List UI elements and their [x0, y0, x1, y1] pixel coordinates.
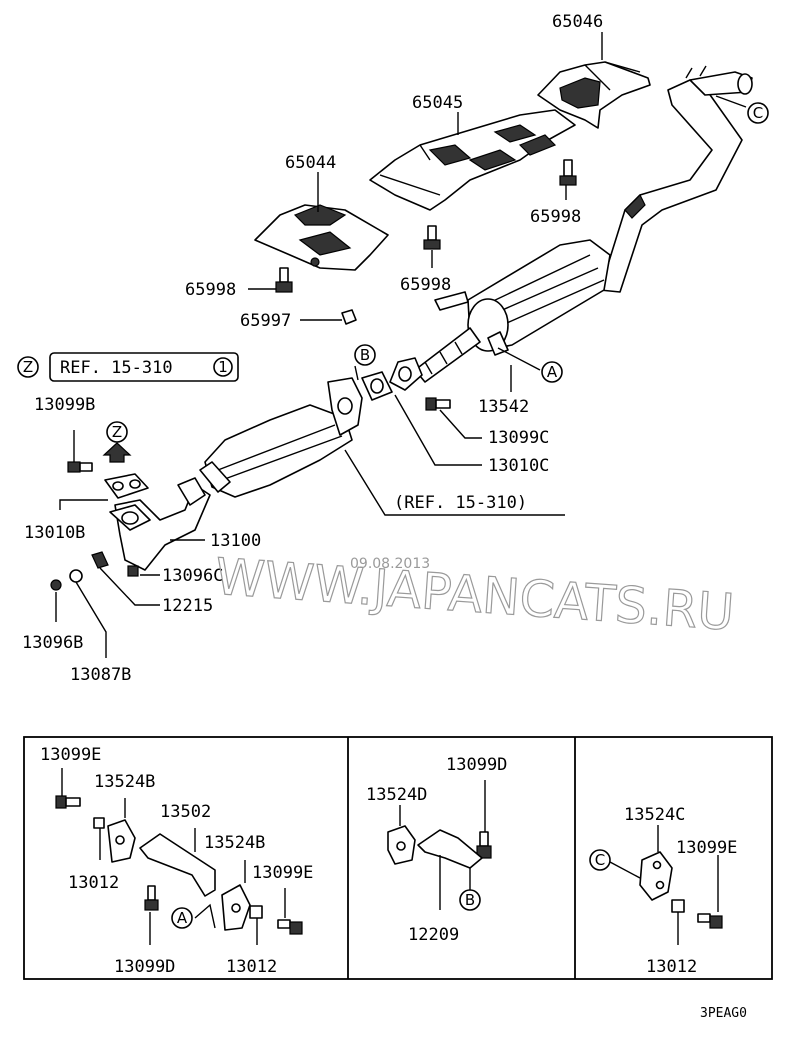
label-13099E-left: 13099E	[40, 745, 101, 765]
ref-circle-1-text: 1	[218, 358, 228, 376]
label-13096B: 13096B	[22, 633, 83, 653]
ref-15-310-catalyst: (REF. 15-310)	[394, 493, 527, 513]
marker-a-inset	[171, 907, 193, 929]
label-13524D: 13524D	[366, 785, 427, 805]
label-65997: 65997	[240, 311, 291, 331]
svg-text:B: B	[360, 346, 370, 364]
heat-shield-65045	[369, 109, 576, 211]
inset-middle: B 13099D 13524D 12209	[366, 755, 507, 945]
bolt-65998-middle	[423, 225, 441, 250]
label-65046: 65046	[552, 12, 603, 32]
leader-lines	[55, 32, 747, 658]
svg-text:A: A	[177, 909, 188, 927]
z-arrow-text: Z	[112, 423, 122, 441]
inset-frames	[23, 736, 773, 980]
label-13012-left: 13012	[68, 873, 119, 893]
marker-b-inset	[459, 889, 481, 911]
catalytic-converter	[199, 377, 363, 498]
hanger-13524C	[639, 851, 673, 901]
bushing-13012-right	[249, 905, 263, 919]
label-13099B: 13099B	[34, 395, 95, 415]
bushing-13012-left	[93, 817, 105, 829]
marker-c-inset	[589, 849, 611, 871]
label-13524B-bottom: 13524B	[204, 833, 265, 853]
marker-a-main: A	[541, 361, 563, 383]
label-13010B: 13010B	[24, 523, 85, 543]
label-65998-right: 65998	[530, 207, 581, 227]
bolt-65998-right	[559, 159, 577, 186]
z-reference: Z REF. 15-310 1	[17, 352, 239, 382]
label-13099E-inset: 13099E	[676, 838, 737, 858]
hardware-small-parts	[50, 397, 451, 591]
label-13099D: 13099D	[114, 957, 175, 977]
label-13099D-middle: 13099D	[446, 755, 507, 775]
bushing-13012-inset	[671, 899, 685, 913]
label-12215: 12215	[162, 596, 213, 616]
bolt-65998-left	[275, 267, 293, 293]
heat-shield-65044	[254, 204, 389, 271]
z-marker	[17, 356, 39, 378]
gasket-13010B	[104, 473, 149, 499]
arrow-up-icon	[102, 442, 132, 463]
label-65045: 65045	[412, 93, 463, 113]
label-13010C: 13010C	[488, 456, 549, 476]
watermark-text: WWW.JAPANCATS.RU	[213, 548, 736, 642]
marker-c-main: C	[747, 102, 769, 124]
label-13502: 13502	[160, 802, 211, 822]
bolt-13099D-left	[144, 885, 159, 911]
label-13099E-right: 13099E	[252, 863, 313, 883]
bracket-13502	[139, 833, 216, 897]
svg-text:A: A	[547, 363, 558, 381]
svg-text:C: C	[753, 104, 763, 122]
svg-text:B: B	[465, 891, 475, 909]
label-13087B: 13087B	[70, 665, 131, 685]
bolt-13099E-inset	[697, 913, 723, 929]
inset-right: C 13524C 13099E 13012	[589, 805, 737, 977]
z-arrow-marker: Z	[106, 421, 128, 443]
label-13542: 13542	[478, 397, 529, 417]
front-pipe-13100	[109, 477, 211, 571]
label-65044: 65044	[285, 153, 336, 173]
label-12209: 12209	[408, 925, 459, 945]
bracket-12209	[417, 829, 483, 869]
label-13524B-top: 13524B	[94, 772, 155, 792]
label-13096C: 13096C	[162, 566, 223, 586]
bolt-13099D-middle	[476, 831, 492, 859]
inset-left: A 13099E 13524B 13502 13524B 13099E 1301…	[40, 745, 313, 977]
label-13099C: 13099C	[488, 428, 549, 448]
bolt-13099E-right	[277, 919, 303, 935]
clip-65997	[341, 309, 357, 325]
watermark: WWW.JAPANCATS.RU 09.08.2013	[213, 547, 737, 642]
label-13012-right: 13012	[226, 957, 277, 977]
svg-text:C: C	[595, 851, 605, 869]
label-65998-middle: 65998	[400, 275, 451, 295]
tail-pipe	[599, 65, 753, 293]
watermark-date: 09.08.2013	[350, 556, 430, 572]
label-65998-left: 65998	[185, 280, 236, 300]
gasket-13010C	[361, 371, 393, 401]
marker-b-main: B	[354, 344, 376, 366]
muffler-13542	[389, 239, 611, 391]
label-13524C: 13524C	[624, 805, 685, 825]
label-13012-inset: 13012	[646, 957, 697, 977]
bolt-13099E-left	[55, 795, 81, 809]
label-13100: 13100	[210, 531, 261, 551]
ref-box	[49, 352, 239, 382]
diagram-code: 3PEAG0	[700, 1006, 747, 1021]
z-marker-text: Z	[23, 358, 33, 376]
heat-shield-65046	[537, 61, 651, 129]
ref-circle-1	[213, 357, 233, 377]
ref-15-310-text: REF. 15-310	[60, 358, 173, 378]
